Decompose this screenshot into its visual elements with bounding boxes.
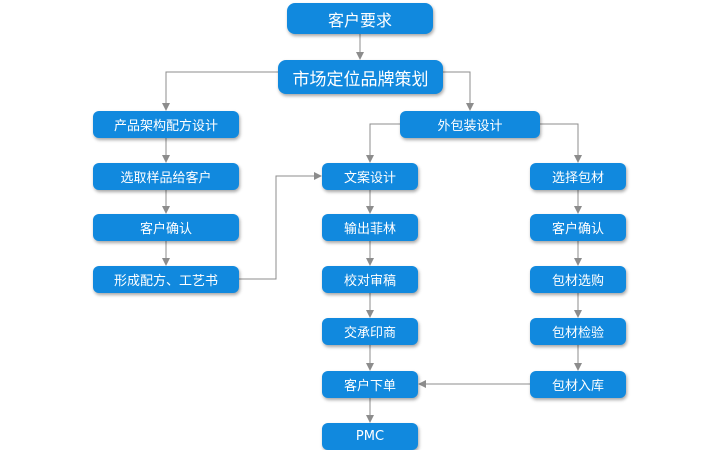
node-output-film: 输出菲林 [322, 214, 418, 241]
edge-packaging-to-copy-design [366, 123, 400, 163]
node-formula-process: 形成配方、工艺书 [93, 266, 239, 293]
node-packaging-design: 外包装设计 [400, 111, 540, 138]
node-label: 市场定位品牌策划 [292, 69, 429, 90]
edge-market-to-product-design [162, 71, 278, 111]
node-label: 形成配方、工艺书 [113, 274, 218, 289]
node-proofread: 校对审稿 [322, 266, 418, 293]
node-materials-warehouse: 包材入库 [530, 371, 626, 398]
node-market-positioning: 市场定位品牌策划 [278, 60, 443, 94]
node-product-formula-design: 产品架构配方设计 [93, 111, 239, 138]
node-copy-design: 文案设计 [322, 163, 418, 190]
node-purchase-materials: 包材选购 [530, 266, 626, 293]
edge-formula-to-copy-design [239, 172, 322, 280]
node-pmc: PMC [322, 423, 418, 450]
node-customer-confirm-left: 客户确认 [93, 214, 239, 241]
node-select-samples: 选取样品给客户 [93, 163, 239, 190]
node-to-printer: 交承印商 [322, 318, 418, 345]
node-label: 输出菲林 [343, 222, 396, 237]
node-select-materials: 选择包材 [530, 163, 626, 190]
node-label: 选择包材 [551, 171, 604, 186]
node-label: 客户确认 [551, 222, 604, 237]
node-label: 客户要求 [327, 10, 392, 30]
node-label: 校对审稿 [343, 274, 396, 289]
edge-market-to-packaging [443, 71, 474, 111]
node-label: 包材检验 [551, 326, 604, 341]
node-label: PMC [355, 429, 385, 444]
node-label: 包材选购 [551, 274, 604, 289]
node-customer-order: 客户下单 [322, 371, 418, 398]
node-label: 产品架构配方设计 [113, 119, 218, 134]
node-label: 客户下单 [343, 379, 396, 394]
node-label: 客户确认 [139, 222, 192, 237]
node-label: 选取样品给客户 [120, 171, 212, 186]
node-label: 包材入库 [551, 379, 604, 394]
node-customer-confirm-right: 客户确认 [530, 214, 626, 241]
node-customer-requirements: 客户要求 [287, 3, 433, 34]
node-label: 文案设计 [343, 171, 396, 186]
node-label: 交承印商 [343, 326, 396, 341]
node-label: 外包装设计 [437, 119, 503, 134]
node-inspect-materials: 包材检验 [530, 318, 626, 345]
edge-packaging-to-select-materials [540, 123, 582, 163]
